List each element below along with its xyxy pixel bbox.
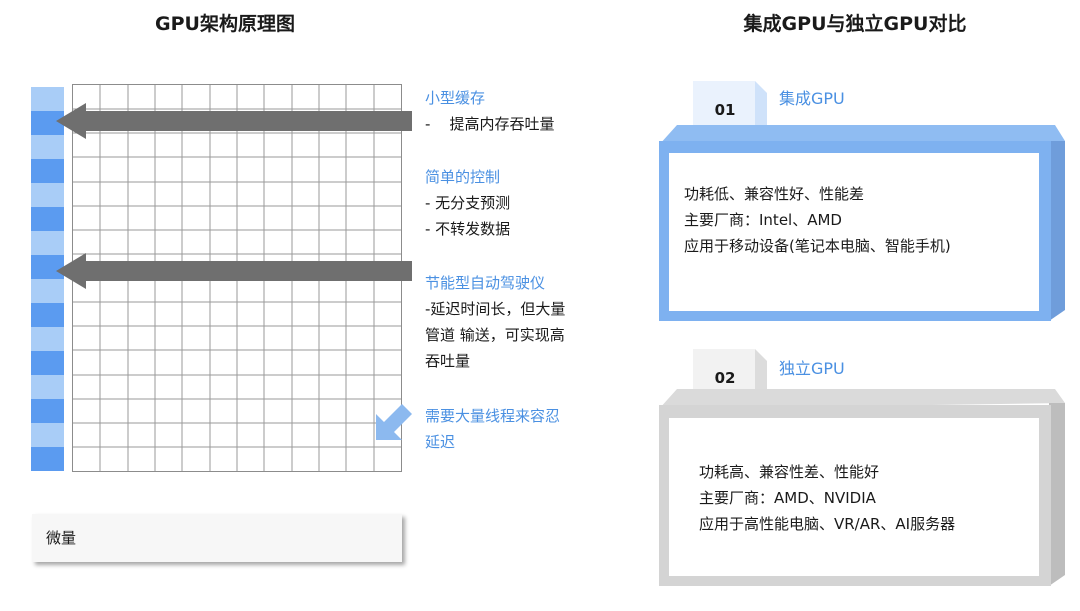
- right-title: 集成GPU与独立GPU对比: [743, 13, 967, 35]
- card-line: 应用于高性能电脑、VR/AR、AI服务器: [699, 515, 956, 533]
- strip-cell: [31, 207, 64, 231]
- card-body: 功耗高、兼容性差、性能好 主要厂商：AMD、NVIDIA 应用于高性能电脑、VR…: [699, 459, 1049, 537]
- annotation-line: - 提高内存吞吐量: [425, 115, 555, 133]
- cache-arrow: [56, 103, 412, 139]
- annotation-control: 简单的控制 - 无分支预测 - 不转发数据: [425, 164, 510, 242]
- card-discrete-frame: [659, 349, 1065, 586]
- strip-cell: [31, 159, 64, 183]
- annotation-line: - 不转发数据: [425, 220, 511, 238]
- card-name: 集成GPU: [779, 89, 845, 108]
- annotation-heading: 节能型自动驾驶仪: [425, 274, 546, 292]
- strip-cell: [31, 375, 64, 399]
- annotation-heading: 小型缓存: [425, 89, 486, 107]
- strip-cell: [31, 303, 64, 327]
- strip-cell: [31, 87, 64, 111]
- card-line: 应用于移动设备(笔记本电脑、智能手机): [684, 237, 951, 255]
- card-integrated-frame: [659, 81, 1065, 321]
- annotation-heading: 简单的控制: [425, 168, 501, 186]
- left-title: GPU架构原理图: [155, 13, 295, 35]
- annotation-line: 延迟: [425, 433, 456, 451]
- annotation-line: - 无分支预测: [425, 194, 511, 212]
- strip-cell: [31, 447, 64, 471]
- strip-cell: [31, 183, 64, 207]
- strip-cell: [31, 135, 64, 159]
- core-strip: [31, 87, 64, 471]
- card-number: 01: [714, 101, 736, 119]
- annotation-threads: 需要大量线程来容忍 延迟: [425, 403, 560, 455]
- annotation-line: 吞吐量: [425, 352, 471, 370]
- thread-arrow-icon: [372, 400, 416, 444]
- strip-cell: [31, 279, 64, 303]
- card-line: 功耗低、兼容性好、性能差: [684, 185, 865, 203]
- card-name: 独立GPU: [779, 359, 845, 378]
- strip-cell: [31, 327, 64, 351]
- card-line: 主要厂商：Intel、AMD: [684, 211, 842, 229]
- annotation-cache: 小型缓存 - 提高内存吞吐量: [425, 85, 555, 137]
- card-line: 功耗高、兼容性差、性能好: [699, 463, 880, 481]
- card-line: 主要厂商：AMD、NVIDIA: [699, 489, 876, 507]
- bottom-label-box: 微量: [32, 514, 402, 562]
- strip-cell: [31, 255, 64, 279]
- strip-cell: [31, 399, 64, 423]
- card-number: 02: [714, 369, 736, 387]
- card-discrete: 02 独立GPU 功耗高、兼容性差、性能好 主要厂商：AMD、NVIDIA 应用…: [655, 345, 1075, 595]
- strip-cell: [31, 111, 64, 135]
- strip-cell: [31, 423, 64, 447]
- card-body: 功耗低、兼容性好、性能差 主要厂商：Intel、AMD 应用于移动设备(笔记本电…: [684, 181, 1044, 259]
- control-arrow: [56, 253, 412, 289]
- strip-cell: [31, 231, 64, 255]
- annotation-autopilot: 节能型自动驾驶仪 -延迟时间长，但大量 管道 输送，可实现高 吞吐量: [425, 270, 565, 374]
- annotation-line: 管道 输送，可实现高: [425, 326, 565, 344]
- annotation-line: -延迟时间长，但大量: [425, 300, 566, 318]
- card-integrated: 01 集成GPU 功耗低、兼容性好、性能差 主要厂商：Intel、AMD 应用于…: [655, 75, 1075, 330]
- annotation-heading: 需要大量线程来容忍: [425, 407, 561, 425]
- strip-cell: [31, 351, 64, 375]
- bottom-label: 微量: [46, 529, 77, 547]
